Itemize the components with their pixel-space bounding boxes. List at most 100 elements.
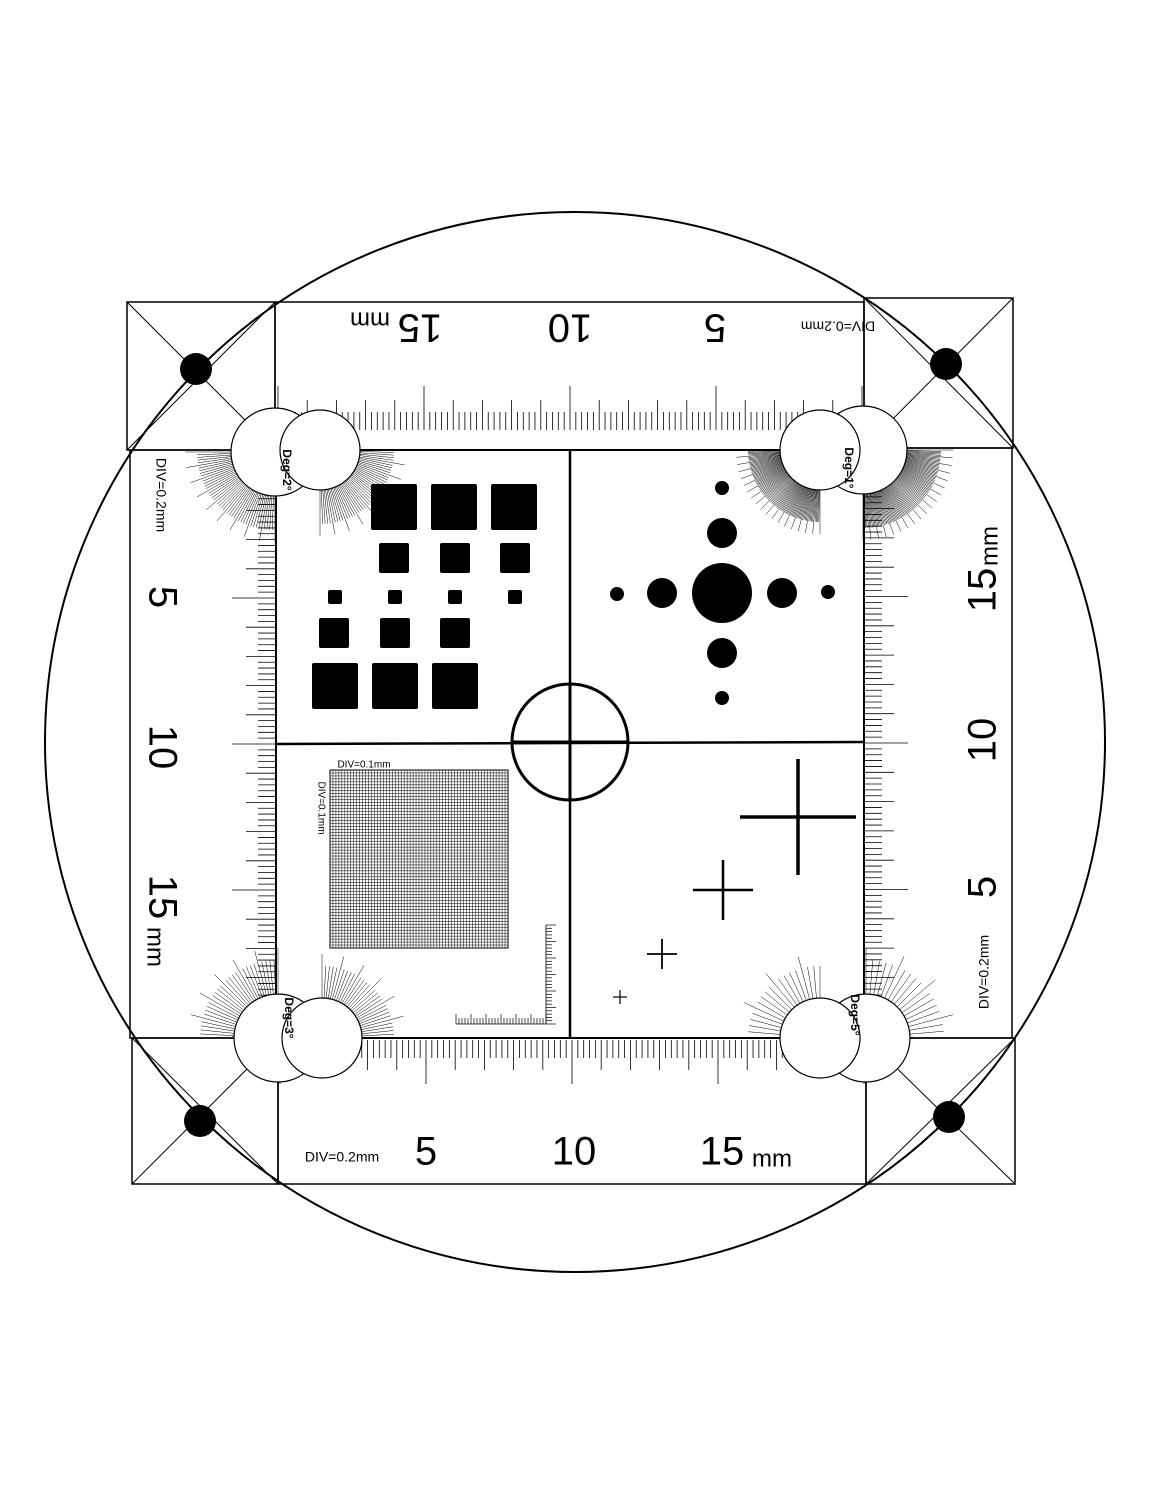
fan-ray — [895, 479, 922, 503]
fan-ray — [875, 492, 887, 525]
fan-ray — [359, 458, 393, 466]
fan-ray — [790, 486, 804, 516]
fan-ray — [895, 479, 921, 504]
fan-ray — [749, 458, 782, 467]
fan-ray — [903, 466, 935, 481]
fan-ray — [903, 998, 934, 1017]
fan-ray — [328, 489, 336, 523]
pattern-square — [388, 590, 402, 604]
fan-ray — [749, 1025, 781, 1032]
fan-ray — [897, 476, 926, 498]
bottom-scale-div-label: DIV=0.2mm — [305, 1149, 379, 1165]
fan-ray — [323, 966, 327, 999]
corner-box — [126, 301, 276, 451]
fan-ray — [871, 492, 880, 527]
fan-ray — [361, 1030, 394, 1035]
fan-ray — [902, 469, 934, 485]
dot-pattern — [610, 481, 835, 705]
fan-ray — [906, 455, 941, 460]
fan-ray — [806, 489, 813, 521]
fan-ray — [200, 1033, 235, 1036]
fan-ray — [204, 471, 236, 487]
fan-ray — [901, 471, 932, 489]
fan-ray — [906, 456, 941, 463]
fan-ray — [902, 469, 933, 486]
pattern-square — [372, 663, 418, 709]
fan-ray — [203, 1013, 237, 1025]
fan-ray — [359, 1015, 391, 1026]
fan-ray — [896, 478, 923, 502]
fan-ray — [812, 489, 817, 522]
pattern-square — [500, 543, 530, 573]
right-scale-div-label: DIV=0.2mm — [976, 935, 992, 1009]
fan-ray — [877, 491, 895, 535]
fan-ray — [904, 464, 948, 482]
fan-ray — [197, 453, 232, 455]
fan-ray — [231, 974, 253, 1003]
fan-ray — [763, 474, 790, 496]
fan-ray — [356, 466, 388, 481]
fan-ray — [752, 464, 783, 477]
registration-dot-top-left — [180, 353, 212, 385]
fan-ray — [253, 963, 265, 997]
fan-ray — [810, 489, 816, 522]
fan-ray — [813, 966, 817, 999]
fan-ray — [787, 485, 803, 515]
fan-ray — [334, 969, 345, 1001]
top-scale-number-10: 10 — [548, 305, 593, 349]
fan-ray — [772, 480, 794, 505]
fan-ray — [755, 467, 785, 483]
fan-ray — [359, 451, 394, 453]
pattern-square — [379, 543, 409, 573]
fan-ray — [737, 456, 781, 465]
pattern-dot — [715, 691, 729, 705]
pattern-square — [432, 663, 478, 709]
angle-fans — [185, 405, 953, 1083]
fan-ray — [345, 480, 376, 517]
fan-ray — [212, 995, 242, 1015]
fan-ray — [897, 476, 925, 499]
pattern-square — [380, 618, 410, 648]
fan-ray — [904, 463, 938, 475]
fan-ray — [758, 470, 787, 489]
fan-ray — [750, 1019, 782, 1028]
fan-ray — [748, 451, 781, 453]
square-pattern — [312, 484, 537, 709]
fan-ray — [749, 457, 781, 464]
fan-ray — [343, 977, 362, 1005]
fan-ray — [868, 493, 875, 528]
fan-ray — [359, 453, 394, 458]
fan-ray — [753, 464, 784, 478]
pattern-square — [371, 484, 417, 530]
fan-ray — [783, 975, 801, 1004]
fan-ray — [905, 462, 938, 474]
fan-ray — [743, 466, 784, 486]
left-scale-number-5: 5 — [140, 586, 184, 608]
pattern-dot — [707, 518, 737, 548]
fan-ray — [778, 978, 798, 1006]
fan-ray — [748, 455, 781, 461]
fan-ray — [881, 489, 902, 532]
fan-ray — [796, 487, 808, 519]
fan-ray — [358, 459, 392, 469]
fan-ray — [868, 493, 873, 528]
top-scale-labels: DIV=0.2mm 5 10 15 mm — [350, 305, 875, 349]
fan-ray — [238, 490, 255, 521]
fan-ray — [768, 477, 792, 501]
fan-ray — [332, 956, 344, 1000]
fan-ray — [200, 1025, 235, 1032]
pattern-dot — [767, 578, 797, 608]
fan-ray — [351, 989, 376, 1012]
fan-ray — [808, 489, 814, 522]
fan-ray — [231, 488, 251, 517]
fan-ray — [756, 468, 785, 485]
fan-ray — [866, 493, 872, 540]
fan-ray — [903, 466, 936, 480]
fan-ray — [325, 966, 330, 999]
fan-ray — [343, 482, 364, 511]
fan-ray — [332, 487, 344, 521]
fan-ray — [880, 964, 893, 997]
fan-ray — [222, 484, 246, 511]
fan-ray — [904, 464, 937, 476]
fan-ray — [802, 488, 811, 520]
